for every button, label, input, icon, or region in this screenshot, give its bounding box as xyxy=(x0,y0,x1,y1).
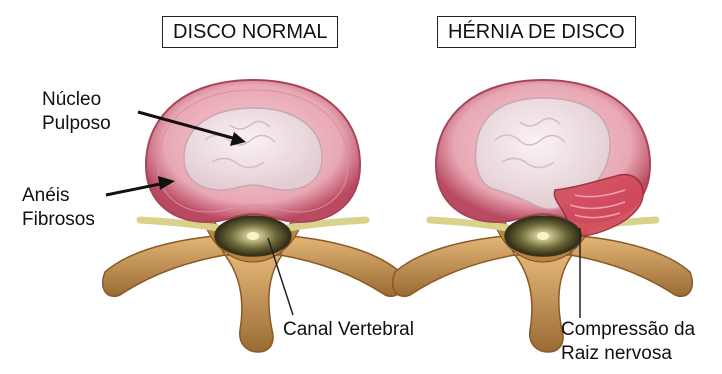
normal-transverse-process-left xyxy=(103,236,225,296)
label-annulus-line1: Anéis xyxy=(22,184,95,208)
herniated-transverse-process-left xyxy=(393,236,515,296)
herniated-spinal-cord-center xyxy=(537,232,549,240)
label-annulus-fibrosus: Anéis Fibrosos xyxy=(22,184,95,232)
herniated-transverse-process-right xyxy=(570,236,692,296)
herniated-vertebra xyxy=(393,80,693,352)
label-compression-line2: Raiz nervosa xyxy=(561,342,695,366)
normal-spinal-cord-center xyxy=(247,232,259,240)
label-annulus-line2: Fibrosos xyxy=(22,208,95,232)
normal-vertebra xyxy=(103,80,403,352)
label-nucleus-pulposus: Núcleo Pulposo xyxy=(42,88,111,136)
label-nerve-root-compression: Compressão da Raiz nervosa xyxy=(561,318,695,366)
normal-nucleus-pulposus xyxy=(184,108,322,190)
label-compression-line1: Compressão da xyxy=(561,318,695,342)
title-herniated-disc: HÉRNIA DE DISCO xyxy=(437,16,636,48)
normal-transverse-process-right xyxy=(280,236,402,296)
normal-spinous-process xyxy=(225,255,282,352)
label-nucleus-line2: Pulposo xyxy=(42,112,111,136)
label-vertebral-canal: Canal Vertebral xyxy=(283,318,414,342)
label-nucleus-line1: Núcleo xyxy=(42,88,111,112)
title-normal-disc: DISCO NORMAL xyxy=(162,16,338,48)
